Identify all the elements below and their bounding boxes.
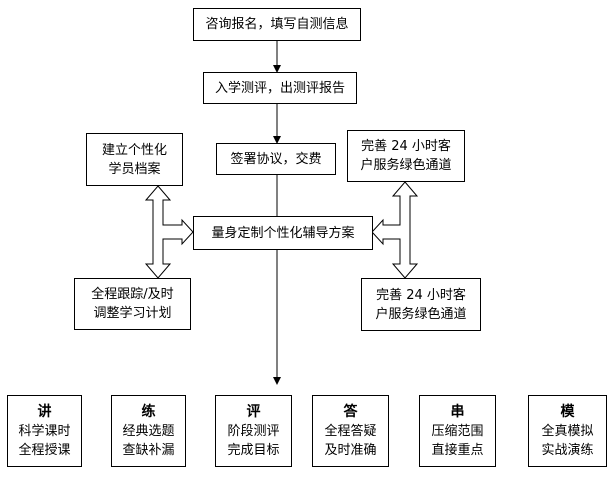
module-practice: 练 经典选题 查缺补漏	[111, 395, 186, 467]
module-line2: 及时准确	[324, 443, 377, 458]
side-service-bottom-line2: 户服务绿色通道	[375, 306, 467, 322]
side-profile-line2: 学员档案	[108, 161, 161, 177]
side-service-top: 完善 24 小时客 户服务绿色通道	[347, 130, 465, 182]
module-line2: 实战演练	[541, 443, 594, 458]
module-connect: 串 压缩范围 直接重点	[419, 395, 496, 467]
side-service-bottom: 完善 24 小时客 户服务绿色通道	[361, 278, 481, 331]
module-line2: 完成目标	[227, 443, 280, 458]
step-sign-label: 签署协议，交费	[230, 151, 322, 167]
module-title: 答	[343, 404, 358, 420]
module-title: 评	[246, 404, 261, 420]
step-register: 咨询报名，填写自测信息	[193, 8, 361, 41]
module-line1: 全真模拟	[541, 424, 594, 439]
right-branch-double-arrow	[371, 181, 419, 279]
module-answer: 答 全程答疑 及时准确	[312, 395, 389, 467]
module-evaluate: 评 阶段测评 完成目标	[215, 395, 292, 467]
side-service-top-line1: 完善 24 小时客	[361, 139, 451, 154]
side-service-top-line2: 户服务绿色通道	[360, 158, 452, 173]
module-line2: 查缺补漏	[122, 443, 175, 458]
module-title: 练	[141, 404, 156, 420]
left-branch-double-arrow	[144, 185, 194, 279]
module-title: 串	[450, 404, 465, 420]
side-tracking-line1: 全程跟踪/及时	[91, 287, 174, 302]
module-line2: 全程授课	[18, 443, 71, 458]
module-line2: 直接重点	[431, 443, 484, 458]
step-plan-label: 量身定制个性化辅导方案	[211, 225, 355, 241]
module-line1: 阶段测评	[227, 424, 280, 439]
side-profile: 建立个性化 学员档案	[86, 133, 183, 186]
module-title: 讲	[37, 404, 52, 420]
module-line1: 经典选题	[122, 424, 175, 439]
side-profile-line1: 建立个性化	[101, 142, 167, 158]
step-assessment: 入学测评，出测评报告	[203, 72, 357, 104]
step-sign: 签署协议，交费	[216, 143, 336, 175]
step-register-label: 咨询报名，填写自测信息	[205, 17, 349, 32]
module-line1: 科学课时	[18, 424, 71, 439]
step-plan: 量身定制个性化辅导方案	[193, 216, 373, 250]
side-tracking-line2: 调整学习计划	[93, 306, 172, 321]
step-assessment-label: 入学测评，出测评报告	[214, 80, 345, 96]
module-line1: 压缩范围	[431, 424, 484, 439]
module-title: 模	[560, 404, 575, 420]
module-line1: 全程答疑	[324, 424, 377, 439]
module-simulate: 模 全真模拟 实战演练	[528, 395, 607, 467]
module-lecture: 讲 科学课时 全程授课	[7, 395, 82, 467]
side-service-bottom-line1: 完善 24 小时客	[376, 287, 466, 303]
side-tracking: 全程跟踪/及时 调整学习计划	[74, 278, 191, 330]
